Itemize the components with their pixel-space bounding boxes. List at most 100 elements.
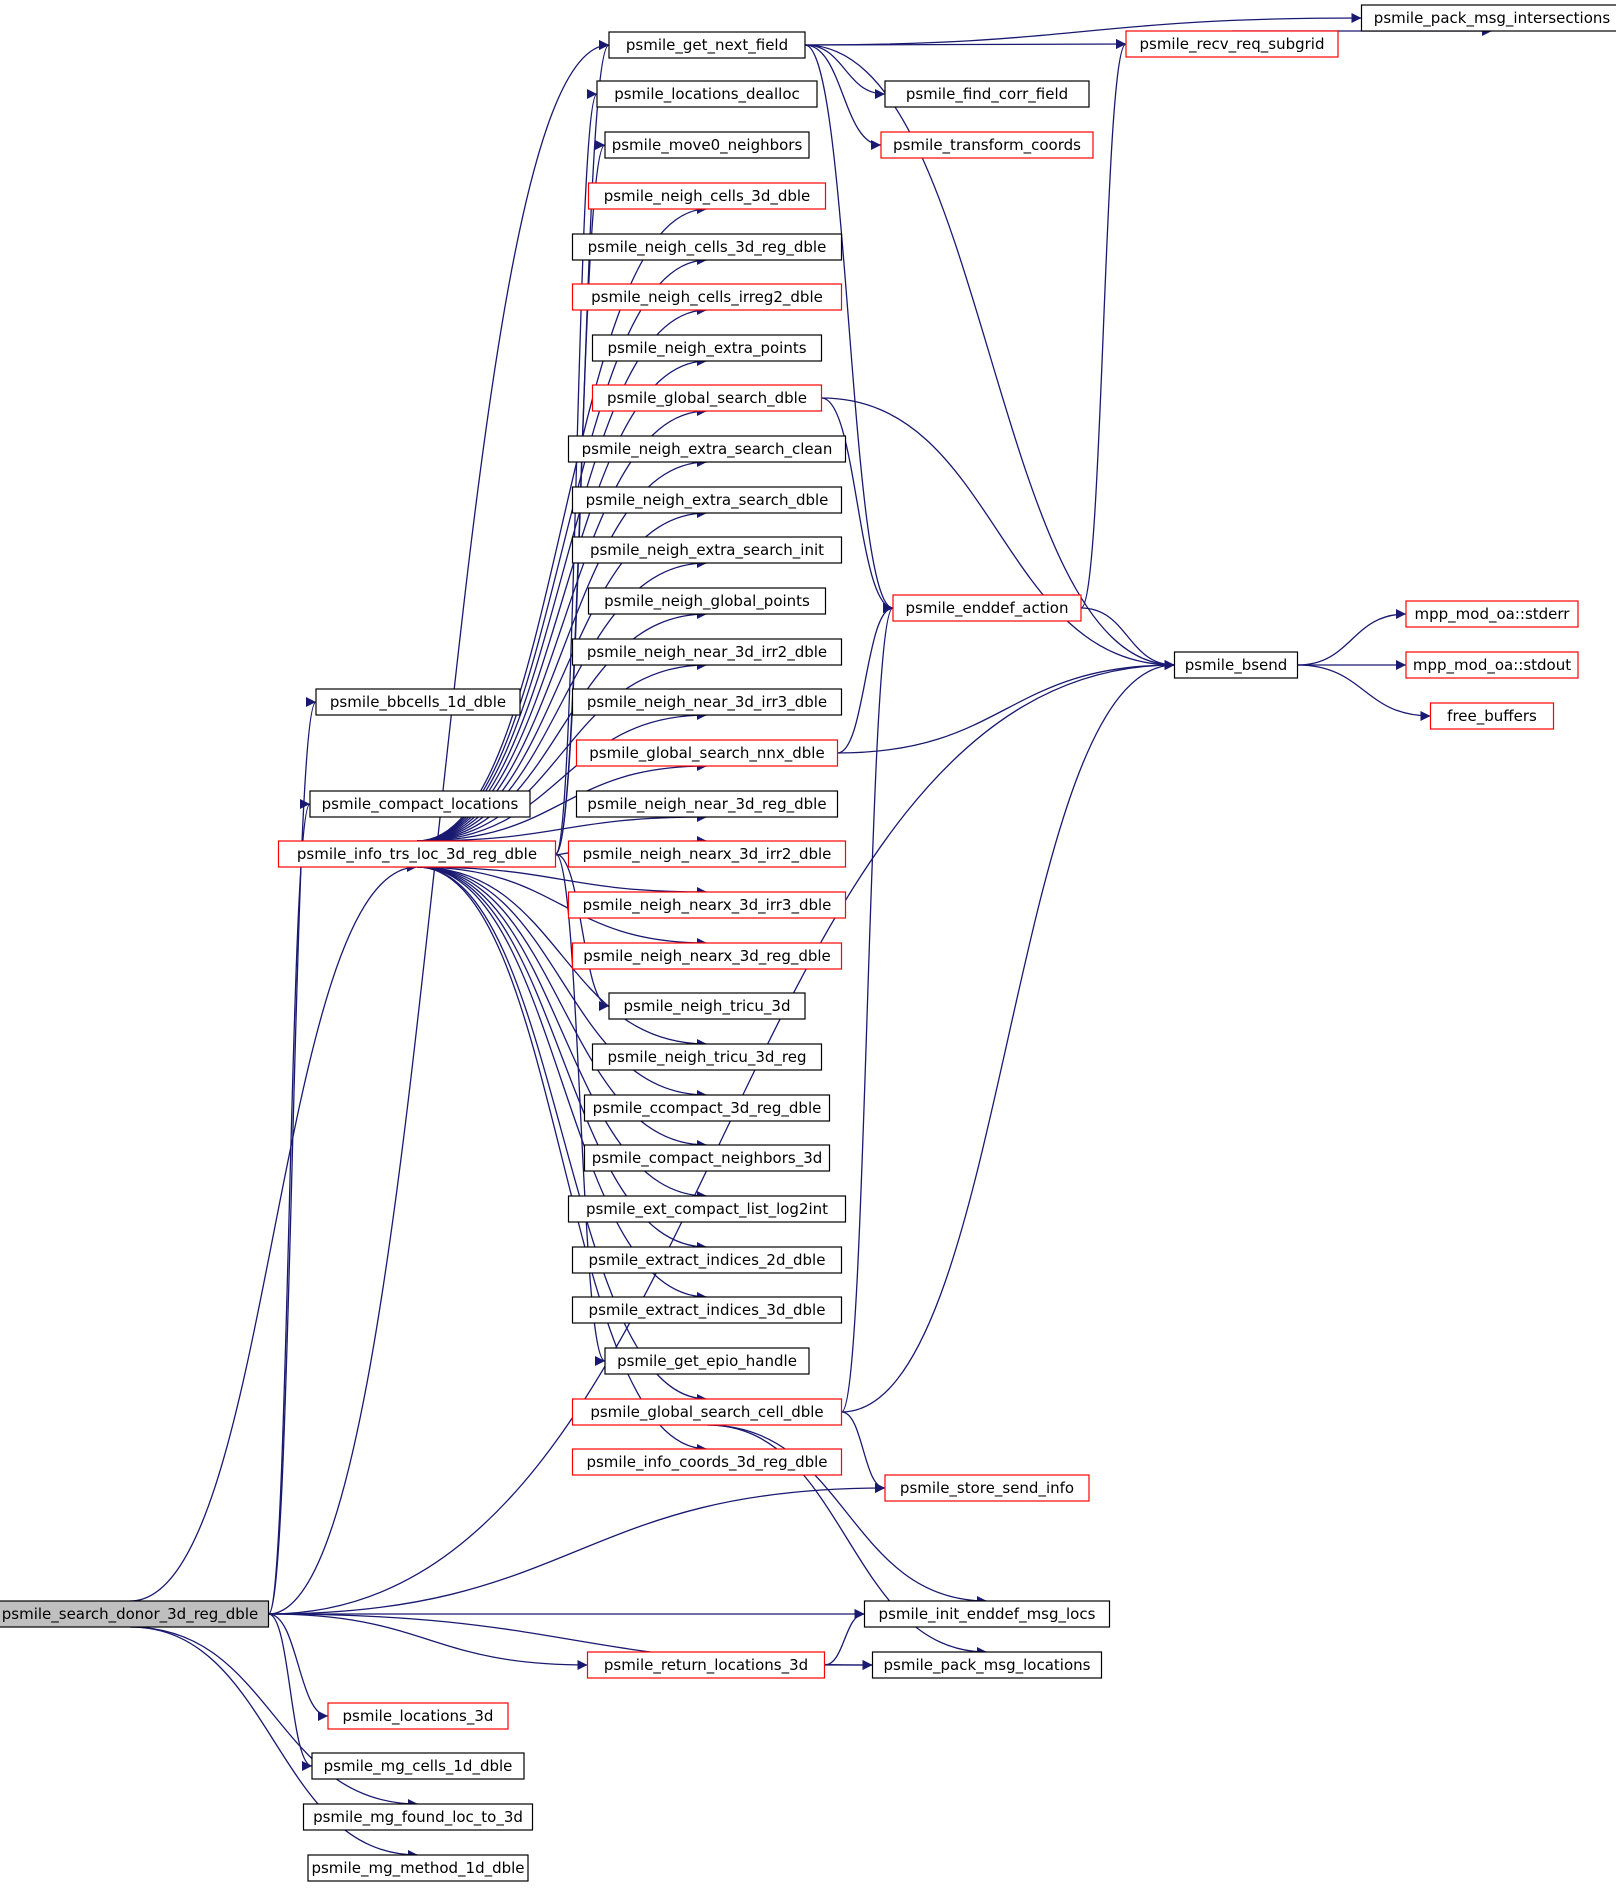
edge-root-to-compact-loc bbox=[267, 799, 311, 1615]
node-ccompact[interactable]: psmile_ccompact_3d_reg_dble bbox=[583, 1094, 831, 1122]
node-label: psmile_enddef_action bbox=[906, 599, 1069, 618]
node-box bbox=[871, 1651, 1103, 1679]
node-box bbox=[884, 80, 1090, 108]
node-pack-inter[interactable]: psmile_pack_msg_intersections bbox=[1360, 4, 1616, 32]
node-label: psmile_global_search_nnx_dble bbox=[589, 744, 824, 763]
node-box bbox=[307, 1854, 529, 1882]
node-nesc[interactable]: psmile_neigh_extra_search_clean bbox=[567, 435, 847, 463]
node-move0[interactable]: psmile_move0_neighbors bbox=[604, 131, 810, 159]
node-box bbox=[892, 594, 1082, 622]
node-box bbox=[884, 1474, 1090, 1502]
edge-info-trs-to-nesc bbox=[416, 457, 708, 842]
node-box bbox=[1429, 702, 1555, 730]
node-box bbox=[277, 840, 557, 868]
node-stderr[interactable]: mpp_mod_oa::stderr bbox=[1405, 600, 1579, 628]
node-nn3r[interactable]: psmile_neigh_near_3d_reg_dble bbox=[575, 790, 839, 818]
node-label: psmile_neigh_extra_search_clean bbox=[582, 440, 833, 459]
node-label: psmile_info_coords_3d_reg_dble bbox=[586, 1453, 827, 1472]
node-label: psmile_neigh_tricu_3d bbox=[624, 997, 791, 1016]
node-box bbox=[571, 536, 843, 564]
node-box bbox=[591, 384, 823, 412]
edge-info-trs-to-gsnnx bbox=[416, 761, 708, 842]
node-compact-nb[interactable]: psmile_compact_neighbors_3d bbox=[583, 1144, 831, 1172]
node-stdout[interactable]: mpp_mod_oa::stdout bbox=[1405, 651, 1579, 679]
edge-info-trs-to-ext-compact bbox=[416, 866, 708, 1201]
node-mgfound[interactable]: psmile_mg_found_loc_to_3d bbox=[302, 1803, 534, 1831]
edge-gsnnx-to-enddef-action bbox=[837, 603, 894, 754]
edge-info-trs-to-ext3d bbox=[416, 866, 708, 1302]
node-pack-locs[interactable]: psmile_pack_msg_locations bbox=[871, 1651, 1103, 1679]
node-box bbox=[880, 131, 1094, 159]
node-gsd[interactable]: psmile_global_search_dble bbox=[591, 384, 823, 412]
node-box bbox=[1360, 4, 1616, 32]
node-ext2d[interactable]: psmile_extract_indices_2d_dble bbox=[571, 1246, 843, 1274]
node-loc-dealloc[interactable]: psmile_locations_dealloc bbox=[596, 80, 818, 108]
node-label: psmile_get_next_field bbox=[626, 36, 788, 55]
node-find-corr[interactable]: psmile_find_corr_field bbox=[884, 80, 1090, 108]
node-ntricureg[interactable]: psmile_neigh_tricu_3d_reg bbox=[591, 1043, 823, 1071]
node-label: psmile_return_locations_3d bbox=[604, 1656, 808, 1675]
node-nc3dreg[interactable]: psmile_neigh_cells_3d_reg_dble bbox=[571, 233, 843, 261]
node-return-loc[interactable]: psmile_return_locations_3d bbox=[586, 1651, 826, 1679]
edge-root-to-info-trs bbox=[129, 862, 418, 1602]
node-epio[interactable]: psmile_get_epio_handle bbox=[604, 1347, 810, 1375]
node-nn3i3[interactable]: psmile_neigh_near_3d_irr3_dble bbox=[571, 688, 843, 716]
node-nesd[interactable]: psmile_neigh_extra_search_dble bbox=[571, 486, 843, 514]
node-box bbox=[1405, 651, 1579, 679]
node-ext3d[interactable]: psmile_extract_indices_3d_dble bbox=[571, 1296, 843, 1324]
node-ntricu[interactable]: psmile_neigh_tricu_3d bbox=[608, 992, 806, 1020]
node-label: psmile_neigh_global_points bbox=[604, 592, 810, 611]
node-label: psmile_compact_neighbors_3d bbox=[592, 1149, 823, 1168]
node-bsend[interactable]: psmile_bsend bbox=[1173, 651, 1299, 679]
node-ncirr2[interactable]: psmile_neigh_cells_irreg2_dble bbox=[571, 283, 843, 311]
node-transform[interactable]: psmile_transform_coords bbox=[880, 131, 1094, 159]
node-box bbox=[1405, 600, 1579, 628]
node-compact-loc[interactable]: psmile_compact_locations bbox=[309, 790, 531, 818]
node-label: psmile_recv_req_subgrid bbox=[1139, 35, 1324, 54]
node-root[interactable]: psmile_search_donor_3d_reg_dble bbox=[0, 1600, 270, 1628]
node-box bbox=[567, 435, 847, 463]
node-free-buf[interactable]: free_buffers bbox=[1429, 702, 1555, 730]
node-info-trs[interactable]: psmile_info_trs_loc_3d_reg_dble bbox=[277, 840, 557, 868]
node-gsnnx[interactable]: psmile_global_search_nnx_dble bbox=[575, 739, 839, 767]
node-box bbox=[571, 1296, 843, 1324]
edge-root-to-get-next-field bbox=[268, 40, 610, 1615]
node-label: psmile_neigh_cells_3d_reg_dble bbox=[588, 238, 827, 257]
node-get-next-field[interactable]: psmile_get_next_field bbox=[608, 31, 806, 59]
node-box bbox=[591, 334, 823, 362]
node-label: psmile_mg_method_1d_dble bbox=[311, 1859, 524, 1878]
node-nnx3i2[interactable]: psmile_neigh_nearx_3d_irr2_dble bbox=[567, 840, 847, 868]
node-box bbox=[571, 942, 843, 970]
node-nesi[interactable]: psmile_neigh_extra_search_init bbox=[571, 536, 843, 564]
node-loc3d[interactable]: psmile_locations_3d bbox=[327, 1702, 509, 1730]
node-label: psmile_transform_coords bbox=[893, 136, 1081, 155]
node-mgcells[interactable]: psmile_mg_cells_1d_dble bbox=[311, 1752, 525, 1780]
edge-root-to-mgcells bbox=[268, 1613, 313, 1771]
node-bbcells[interactable]: psmile_bbcells_1d_dble bbox=[315, 688, 521, 716]
node-mgmethod[interactable]: psmile_mg_method_1d_dble bbox=[307, 1854, 529, 1882]
node-box bbox=[608, 992, 806, 1020]
node-ngp[interactable]: psmile_neigh_global_points bbox=[587, 587, 827, 615]
node-nc3d[interactable]: psmile_neigh_cells_3d_dble bbox=[587, 182, 827, 210]
node-gscell[interactable]: psmile_global_search_cell_dble bbox=[571, 1398, 843, 1426]
node-label: psmile_mg_found_loc_to_3d bbox=[313, 1808, 523, 1827]
node-store-send[interactable]: psmile_store_send_info bbox=[884, 1474, 1090, 1502]
node-label: psmile_neigh_cells_3d_dble bbox=[604, 187, 811, 206]
node-infocoords[interactable]: psmile_info_coords_3d_reg_dble bbox=[571, 1448, 843, 1476]
node-recv-req[interactable]: psmile_recv_req_subgrid bbox=[1125, 30, 1339, 58]
node-init-enddef[interactable]: psmile_init_enddef_msg_locs bbox=[863, 1600, 1111, 1628]
node-box bbox=[302, 1803, 534, 1831]
edge-gscell-to-pack-locs bbox=[706, 1424, 988, 1657]
edge-gscell-to-enddef-action bbox=[840, 603, 894, 1413]
edge-info-trs-to-nn3r bbox=[416, 812, 708, 842]
node-nnx3i3[interactable]: psmile_neigh_nearx_3d_irr3_dble bbox=[567, 891, 847, 919]
edge-return-loc-to-init-enddef bbox=[824, 1609, 865, 1666]
edge-get-next-field-to-bsend bbox=[804, 44, 1175, 670]
node-nnx3r[interactable]: psmile_neigh_nearx_3d_reg_dble bbox=[571, 942, 843, 970]
edge-bsend-to-free-buf bbox=[1297, 664, 1431, 721]
node-nn3i2[interactable]: psmile_neigh_near_3d_irr2_dble bbox=[571, 638, 843, 666]
node-nextra[interactable]: psmile_neigh_extra_points bbox=[591, 334, 823, 362]
node-enddef-action[interactable]: psmile_enddef_action bbox=[892, 594, 1082, 622]
node-ext-compact[interactable]: psmile_ext_compact_list_log2int bbox=[567, 1195, 847, 1223]
node-label: psmile_neigh_near_3d_reg_dble bbox=[587, 795, 826, 814]
